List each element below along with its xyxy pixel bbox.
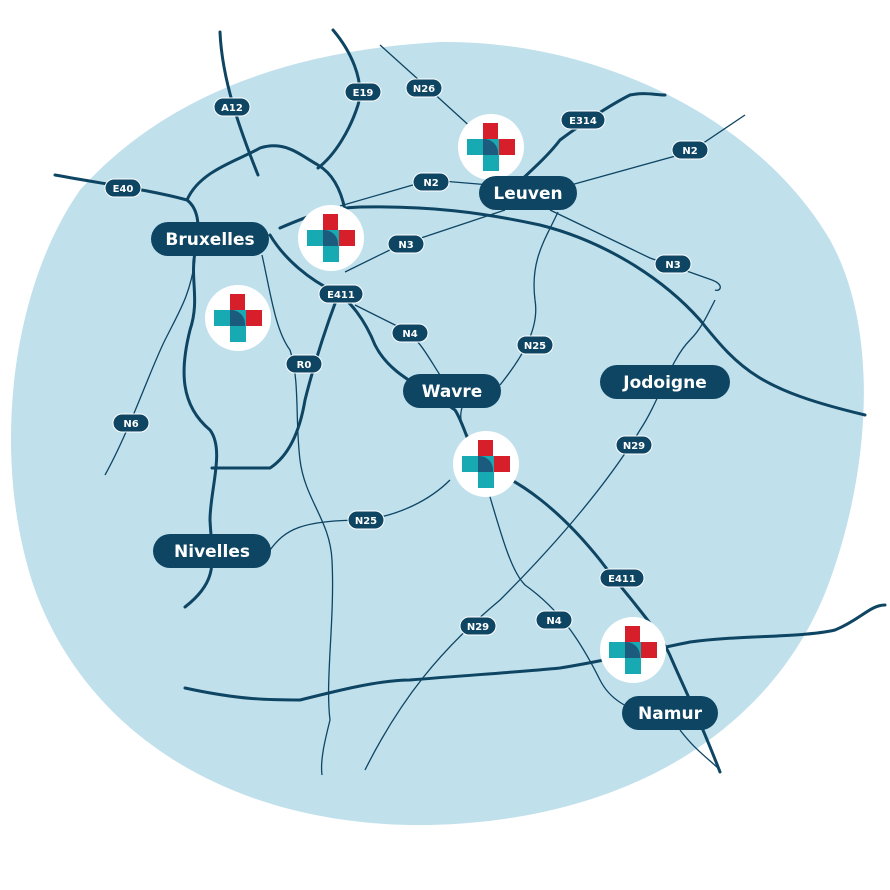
road-label: E314 xyxy=(560,110,606,130)
city-name: Leuven xyxy=(493,184,562,204)
road-label-text: E314 xyxy=(569,116,597,127)
road-label: N2 xyxy=(671,140,709,160)
city-label-namur: Namur xyxy=(622,696,718,730)
road-label-text: N6 xyxy=(123,419,138,430)
city-label-nivelles: Nivelles xyxy=(153,534,271,568)
road-label: N25 xyxy=(516,335,554,355)
city-name: Nivelles xyxy=(174,542,250,562)
city-label-leuven: Leuven xyxy=(479,176,577,210)
road-label: R0 xyxy=(285,354,323,374)
road-label-text: N2 xyxy=(423,178,438,189)
city-name: Bruxelles xyxy=(165,230,254,250)
road-label-text: E19 xyxy=(353,88,374,99)
road-label: E40 xyxy=(104,178,142,198)
road-label-text: R0 xyxy=(297,360,312,371)
road-label-text: N26 xyxy=(413,84,435,95)
road-label: A12 xyxy=(213,97,251,117)
road-label: N29 xyxy=(615,435,653,455)
road-label-text: N4 xyxy=(402,329,417,340)
road-label: N3 xyxy=(387,234,425,254)
road-label: N26 xyxy=(405,78,443,98)
hospital-icon[interactable] xyxy=(298,205,364,271)
city-label-bruxelles: Bruxelles xyxy=(151,222,269,256)
road-label: N3 xyxy=(654,254,692,274)
road-label-text: E411 xyxy=(327,290,355,301)
road-label-text: E411 xyxy=(608,574,636,585)
road-label: E411 xyxy=(318,284,364,304)
city-name: Jodoigne xyxy=(622,373,706,393)
road-label-text: N4 xyxy=(546,616,561,627)
road-label-text: E40 xyxy=(113,184,134,195)
road-label: N4 xyxy=(391,323,429,343)
city-label-wavre: Wavre xyxy=(403,374,501,408)
road-label-text: N25 xyxy=(524,341,546,352)
service-area xyxy=(10,41,864,826)
road-label-text: N29 xyxy=(467,622,489,633)
road-label-text: N3 xyxy=(398,240,413,251)
hospital-icon[interactable] xyxy=(600,617,666,683)
road-label-text: N29 xyxy=(623,441,645,452)
road-label-text: N2 xyxy=(682,146,697,157)
road-label: E411 xyxy=(599,568,645,588)
city-name: Namur xyxy=(638,704,703,724)
city-name: Wavre xyxy=(422,382,483,402)
hospital-icon[interactable] xyxy=(205,285,271,351)
road-label-text: A12 xyxy=(221,103,243,114)
road-label: E19 xyxy=(344,82,382,102)
road-label-text: N3 xyxy=(665,260,680,271)
road-label: N6 xyxy=(112,413,150,433)
road-label: N25 xyxy=(347,510,385,530)
hospital-icon[interactable] xyxy=(453,431,519,497)
road-label: N29 xyxy=(459,616,497,636)
city-label-jodoigne: Jodoigne xyxy=(600,365,730,399)
hospital-icon[interactable] xyxy=(458,114,524,180)
road-label: N2 xyxy=(412,172,450,192)
road-label: N4 xyxy=(535,610,573,630)
road-label-text: N25 xyxy=(355,516,377,527)
